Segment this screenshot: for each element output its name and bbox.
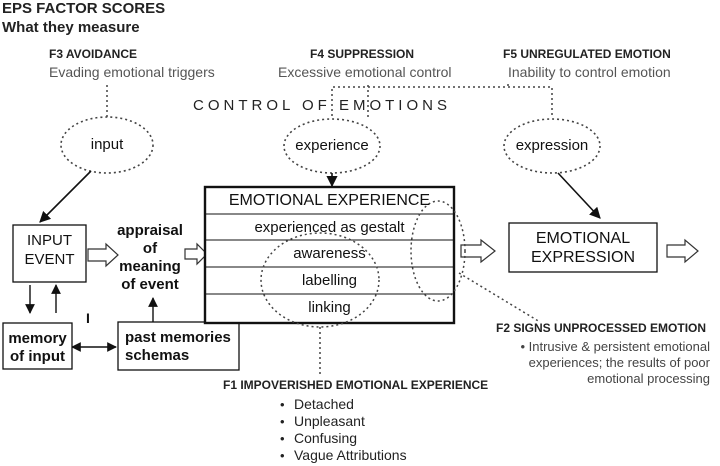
memory-of-input-line1: memory [8,330,67,347]
diagram-subtitle: What they measure [2,19,140,36]
expression-to-box-arrow [557,172,601,219]
f3-description: Evading emotional triggers [49,64,215,80]
f2-title: F2 SIGNS UNPROCESSED EMOTION [496,321,707,335]
ee-row-gestalt: experienced as gestalt [254,219,405,236]
emotional-experience-header: EMOTIONAL EXPERIENCE [228,192,431,209]
stray-mark: I [86,310,90,326]
appraisal-line1: appraisal [117,222,183,239]
event-to-appraisal-block-arrow [87,242,119,268]
ee-row-labelling: labelling [301,272,358,289]
emotional-expression-line1: EMOTIONAL [535,230,631,247]
input-to-event-arrow [39,170,92,223]
appraisal-line3: meaning [119,258,181,275]
f5-title: F5 UNREGULATED EMOTION [503,47,671,61]
ee-row-linking: linking [308,299,351,316]
f4-description: Excessive emotional control [278,64,452,80]
f1-focus-oval [260,232,380,328]
appraisal-line2: of [142,240,158,257]
past-memories-line1: past memories [125,329,231,346]
f2-desc-line1: • Intrusive & persistent emotional [520,339,710,354]
f1-title: F1 IMPOVERISHED EMOTIONAL EXPERIENCE [223,378,489,392]
f4-title: F4 SUPPRESSION [310,47,415,61]
f1-bullet-detached: Detached [280,396,407,413]
f2-focus-oval [410,200,466,302]
past-memories-line2: schemas [125,347,190,364]
f3-title: F3 AVOIDANCE [49,47,138,61]
memory-of-input-line2: of input [10,348,65,365]
f5-description: Inability to control emotion [508,64,671,80]
experience-to-expression-block-arrow [460,238,496,264]
expression-oval [503,118,601,174]
f1-bullet-unpleasant: Unpleasant [280,413,407,430]
f1-bullet-vague-attributions: Vague Attributions [280,447,407,464]
f2-desc-line2: experiences; the results of poor [528,355,710,370]
control-of-emotions-label: CONTROL OF EMOTIONS [193,97,451,114]
ee-row-awareness: awareness [293,245,366,262]
expression-output-block-arrow [666,238,699,264]
experience-oval-label: experience [295,137,369,154]
f1-bullet-list: Detached Unpleasant Confusing Vague Attr… [280,396,407,464]
input-oval-label: input [90,136,124,153]
expression-oval-label: expression [515,137,589,154]
input-event-box [12,224,87,283]
input-event-line2: EVENT [24,251,75,268]
experience-oval [283,118,381,174]
past-memories-box [117,321,240,371]
f2-leader [458,272,541,323]
emotional-expression-box [508,222,658,273]
memory-of-input-box [2,322,73,370]
f2-desc-line3: emotional processing [587,371,710,386]
input-event-line1: INPUT [27,232,72,249]
emotional-experience-box [203,185,456,325]
diagram-title: EPS FACTOR SCORES [2,0,166,17]
emotional-expression-line2: EXPRESSION [530,249,636,266]
appraisal-line4: of event [121,276,179,293]
f1-bullet-confusing: Confusing [280,430,407,447]
appraisal-to-experience-block-arrow [184,242,208,266]
